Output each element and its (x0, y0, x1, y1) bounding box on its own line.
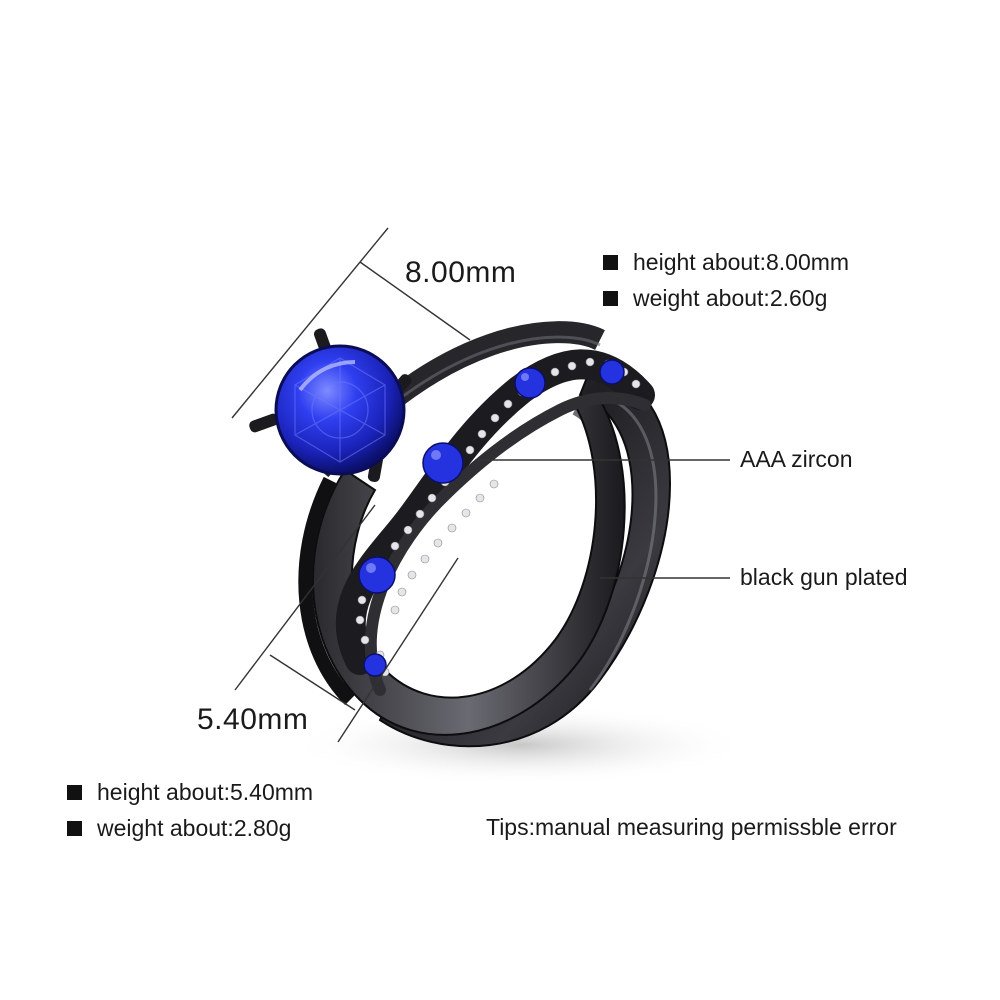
spec-text: weight about:2.60g (633, 285, 828, 311)
pave-twist-band (335, 349, 655, 696)
spec-text: weight about:2.80g (97, 815, 292, 841)
bullet-square-icon (603, 291, 618, 306)
callout-zircon: AAA zircon (740, 446, 853, 472)
dimension-lines (231, 227, 730, 743)
spec-text: height about:5.40mm (97, 779, 314, 805)
spec-top-height: height about:8.00mm (603, 249, 849, 276)
spec-bottom-height: height about:5.40mm (67, 779, 313, 806)
bullet-square-icon (67, 785, 82, 800)
blue-accent-stones (358, 359, 625, 677)
measurement-tip: Tips:manual measuring permissble error (486, 814, 897, 840)
spec-bottom-weight: weight about:2.80g (67, 815, 291, 842)
bullet-square-icon (67, 821, 82, 836)
top-dimension-label: 8.00mm (405, 256, 517, 289)
spec-top-weight: weight about:2.60g (603, 285, 827, 312)
spec-text: height about:8.00mm (633, 249, 850, 275)
bottom-dimension-label: 5.40mm (197, 703, 309, 736)
callout-plating: black gun plated (740, 564, 908, 590)
center-gemstone (249, 328, 412, 482)
bullet-square-icon (603, 255, 618, 270)
